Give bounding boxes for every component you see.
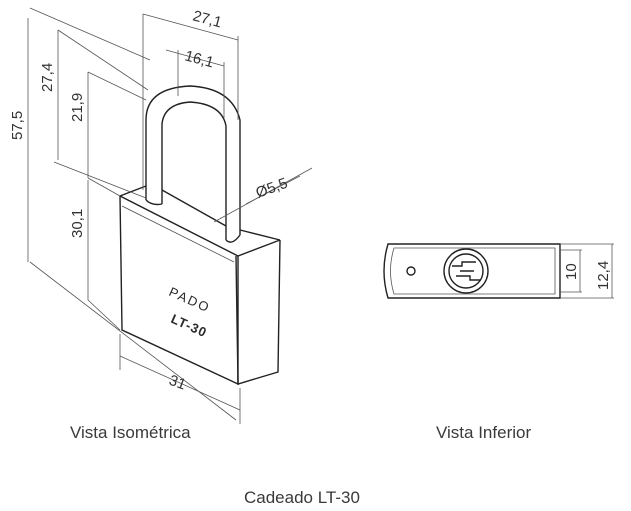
dimension-27-1: 27,1 [142, 7, 239, 190]
keyway [443, 248, 489, 294]
dim-16-1-label: 16,1 [183, 47, 216, 71]
caption-inferior: Vista Inferior [436, 423, 531, 442]
dim-30-1-label: 30,1 [69, 209, 86, 238]
dim-31-label: 31 [167, 372, 188, 394]
dimension-16-1: 16,1 [165, 47, 225, 118]
dimension-30-1: 30,1 [69, 177, 121, 331]
shackle-hole [406, 266, 416, 276]
dim-27-4-label: 27,4 [39, 63, 56, 92]
dim-21-9-label: 21,9 [69, 93, 86, 122]
dimension-57-5: 57,5 [9, 7, 237, 421]
lock-bottom-outline [383, 243, 561, 299]
dim-57-5-label: 57,5 [9, 111, 26, 140]
dimension-diameter-5-5: Ø5,5 [213, 167, 313, 223]
dimension-31: 31 [119, 334, 241, 424]
shackle [145, 85, 241, 243]
dimension-12-4: 12,4 [560, 243, 614, 299]
dim-27-1-label: 27,1 [191, 7, 224, 31]
caption-title: Cadeado LT-30 [244, 488, 360, 507]
model-engraving: LT-30 [169, 311, 210, 340]
brand-engraving: PADO [167, 284, 213, 316]
dimension-10: 10 [560, 249, 582, 293]
inferior-view: 10 12,4 [383, 243, 614, 299]
caption-isometric: Vista Isométrica [70, 423, 191, 442]
lock-body [119, 185, 281, 386]
dim-10-label: 10 [563, 263, 580, 280]
isometric-view: PADO LT-30 57,5 27,4 21,9 30,1 [9, 7, 313, 424]
dimension-27-4: 27,4 [39, 29, 149, 199]
dim-5-5-label: Ø5,5 [254, 175, 290, 202]
dimension-21-9: 21,9 [69, 71, 147, 178]
dim-12-4-label: 12,4 [595, 261, 612, 290]
